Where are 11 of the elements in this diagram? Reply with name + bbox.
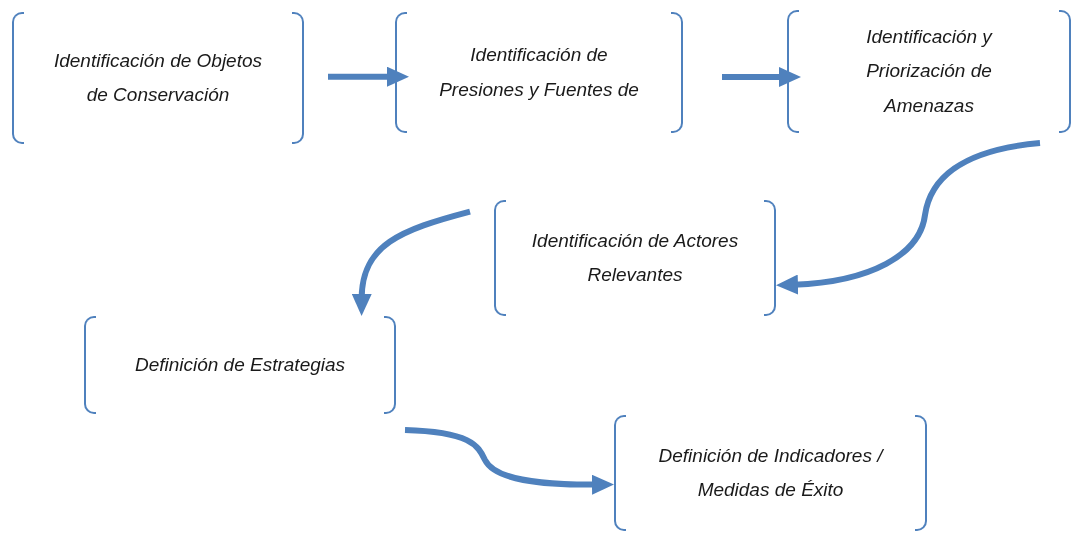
- step-text: Identificación de Presiones y Fuentes de: [438, 43, 640, 102]
- arrow: [776, 140, 1041, 295]
- step-text: Identificación y Priorización de Amenazas: [865, 25, 994, 118]
- arrow: [404, 427, 614, 495]
- step-text: Definición de Estrategias: [134, 352, 346, 377]
- arrow: [328, 66, 409, 87]
- step-text: Identificación de Objetos de Conservación: [52, 48, 264, 107]
- step-text: Definición de Indicadores / Medidas de Éxito: [657, 443, 885, 502]
- arrow: [352, 208, 471, 316]
- step-text: Identificación de Actores Relevantes: [530, 228, 740, 287]
- arrow: [722, 67, 801, 87]
